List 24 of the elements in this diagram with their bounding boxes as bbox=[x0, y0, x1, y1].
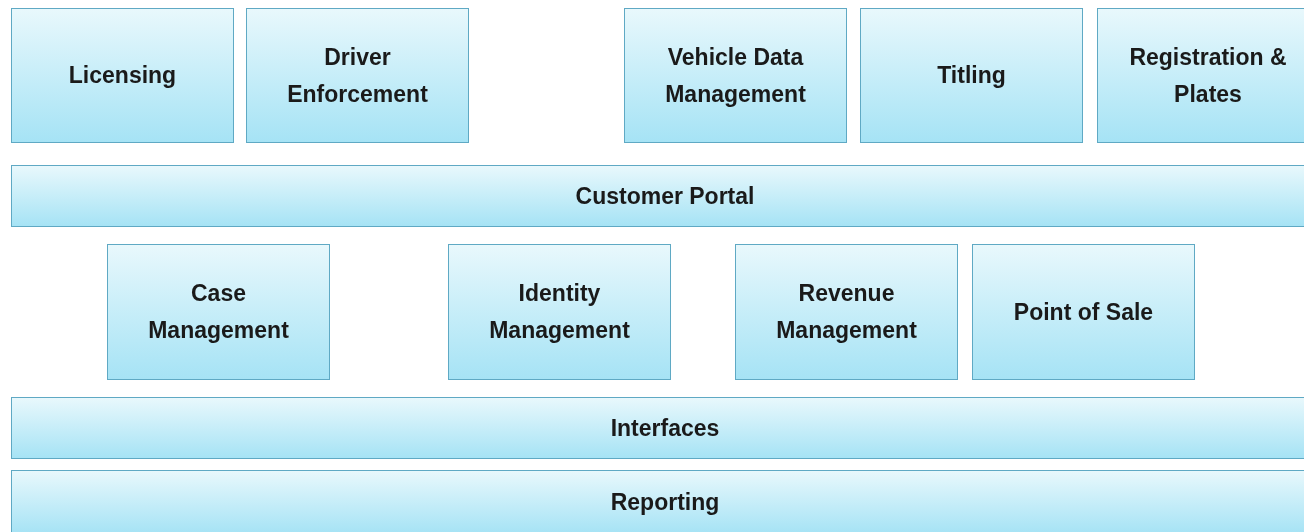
module-label: Point of Sale bbox=[1013, 297, 1154, 327]
module-label: Reporting bbox=[610, 487, 720, 517]
layer-band bbox=[11, 397, 1304, 459]
module-box bbox=[448, 244, 671, 380]
module-label: Titling bbox=[937, 61, 1006, 91]
module-box bbox=[107, 244, 330, 380]
module-label: Case Management bbox=[147, 279, 290, 345]
module-box bbox=[246, 8, 469, 143]
module-label: Identity Management bbox=[488, 279, 631, 345]
module-label: Vehicle Data Management bbox=[664, 42, 807, 109]
module-box bbox=[1097, 8, 1304, 143]
module-label: Customer Portal bbox=[575, 181, 755, 211]
module-label: Driver Enforcement bbox=[286, 42, 429, 109]
module-box bbox=[860, 8, 1083, 143]
layer-band bbox=[11, 165, 1304, 227]
module-box bbox=[735, 244, 958, 380]
module-label: Interfaces bbox=[610, 413, 720, 443]
module-box bbox=[972, 244, 1195, 380]
module-box bbox=[624, 8, 847, 143]
module-label: Licensing bbox=[68, 61, 177, 91]
module-box bbox=[11, 8, 234, 143]
module-label: Revenue Management bbox=[775, 279, 918, 345]
layer-band bbox=[11, 470, 1304, 532]
module-label: Registration & Plates bbox=[1128, 42, 1288, 109]
